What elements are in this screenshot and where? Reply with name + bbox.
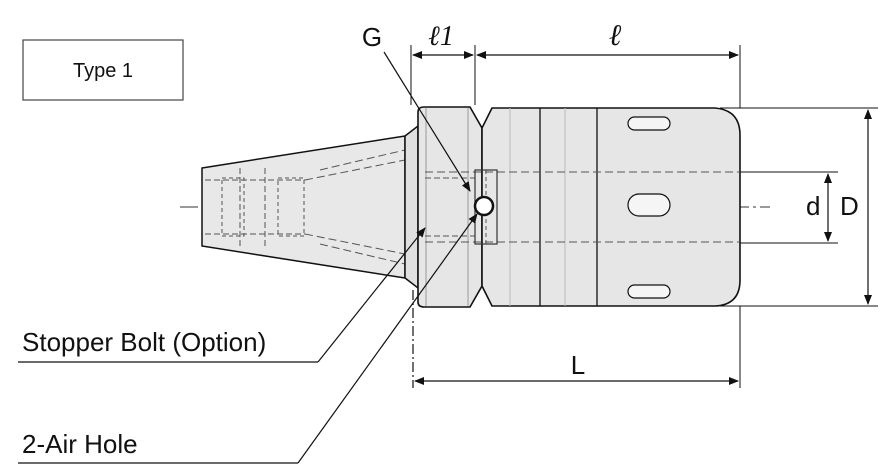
- callout-air-hole: 2-Air Hole: [18, 213, 478, 464]
- dimension-l: ℓ: [476, 19, 741, 108]
- dimension-l1: ℓ1: [410, 21, 476, 105]
- type-label: Type 1: [73, 60, 133, 82]
- dimension-l-label: ℓ: [609, 19, 622, 52]
- air-hole-label: 2-Air Hole: [22, 429, 138, 459]
- dimension-d-label: d: [806, 191, 820, 221]
- dimension-G-label: G: [362, 22, 382, 52]
- chuck-body: [425, 107, 741, 307]
- air-hole-symbol: [473, 195, 495, 217]
- dimension-D-label: D: [840, 191, 859, 221]
- flange: [404, 106, 483, 308]
- stopper-bolt-label: Stopper Bolt (Option): [22, 327, 266, 357]
- callout-stopper-bolt: Stopper Bolt (Option): [18, 227, 426, 363]
- type-label-box: Type 1: [22, 39, 184, 101]
- dimension-G: G: [362, 22, 471, 192]
- taper-shank: [201, 135, 406, 279]
- dimension-d: d: [740, 171, 838, 244]
- dimension-L-label: L: [571, 350, 585, 380]
- dimension-L: L: [412, 290, 741, 388]
- dimension-D: D: [720, 107, 878, 307]
- dimension-l1-label: ℓ1: [428, 21, 454, 52]
